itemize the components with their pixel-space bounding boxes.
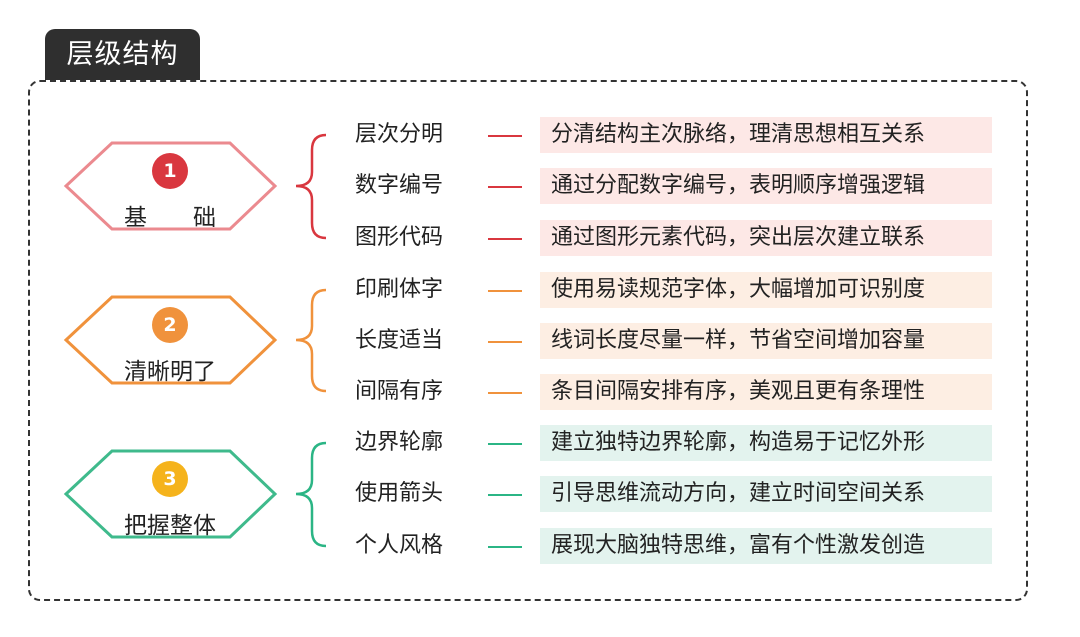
- connector-dash: [488, 392, 522, 394]
- item-name: 图形代码: [355, 225, 444, 250]
- item-name: 长度适当: [355, 328, 444, 353]
- item-name: 间隔有序: [355, 379, 444, 404]
- group-label-2: 清晰明了: [124, 359, 216, 385]
- item-description: 引导思维流动方向，建立时间空间关系: [540, 476, 992, 512]
- group-label-3: 把握整体: [124, 513, 216, 539]
- connector-dash: [488, 290, 522, 292]
- connector-dash: [488, 443, 522, 445]
- item-name: 印刷体字: [355, 277, 444, 302]
- connector-dash: [488, 494, 522, 496]
- connector-dash: [488, 341, 522, 343]
- item-description: 展现大脑独特思维，富有个性激发创造: [540, 528, 992, 564]
- brace-group-3: [295, 441, 327, 548]
- connector-dash: [488, 135, 522, 137]
- brace-group-1: [295, 133, 327, 240]
- item-name: 数字编号: [355, 173, 444, 198]
- item-description: 通过分配数字编号，表明顺序增强逻辑: [540, 168, 992, 204]
- item-name: 个人风格: [355, 533, 444, 558]
- dashed-frame: [28, 80, 1028, 601]
- item-description: 建立独特边界轮廓，构造易于记忆外形: [540, 425, 992, 461]
- item-name: 边界轮廓: [355, 430, 444, 455]
- group-label-1: 基 础: [124, 205, 216, 231]
- number-badge-3: 3: [152, 461, 188, 497]
- connector-dash: [488, 238, 522, 240]
- item-description: 使用易读规范字体，大幅增加可识别度: [540, 272, 992, 308]
- number-badge-1: 1: [152, 153, 188, 189]
- number-badge-2: 2: [152, 307, 188, 343]
- section-title-tab: 层级结构: [45, 29, 200, 80]
- item-description: 线词长度尽量一样，节省空间增加容量: [540, 323, 992, 359]
- brace-group-2: [295, 288, 327, 393]
- item-description: 通过图形元素代码，突出层次建立联系: [540, 220, 992, 256]
- item-name: 层次分明: [355, 122, 444, 147]
- connector-dash: [488, 546, 522, 548]
- item-description: 分清结构主次脉络，理清思想相互关系: [540, 117, 992, 153]
- item-name: 使用箭头: [355, 481, 444, 506]
- item-description: 条目间隔安排有序，美观且更有条理性: [540, 374, 992, 410]
- connector-dash: [488, 186, 522, 188]
